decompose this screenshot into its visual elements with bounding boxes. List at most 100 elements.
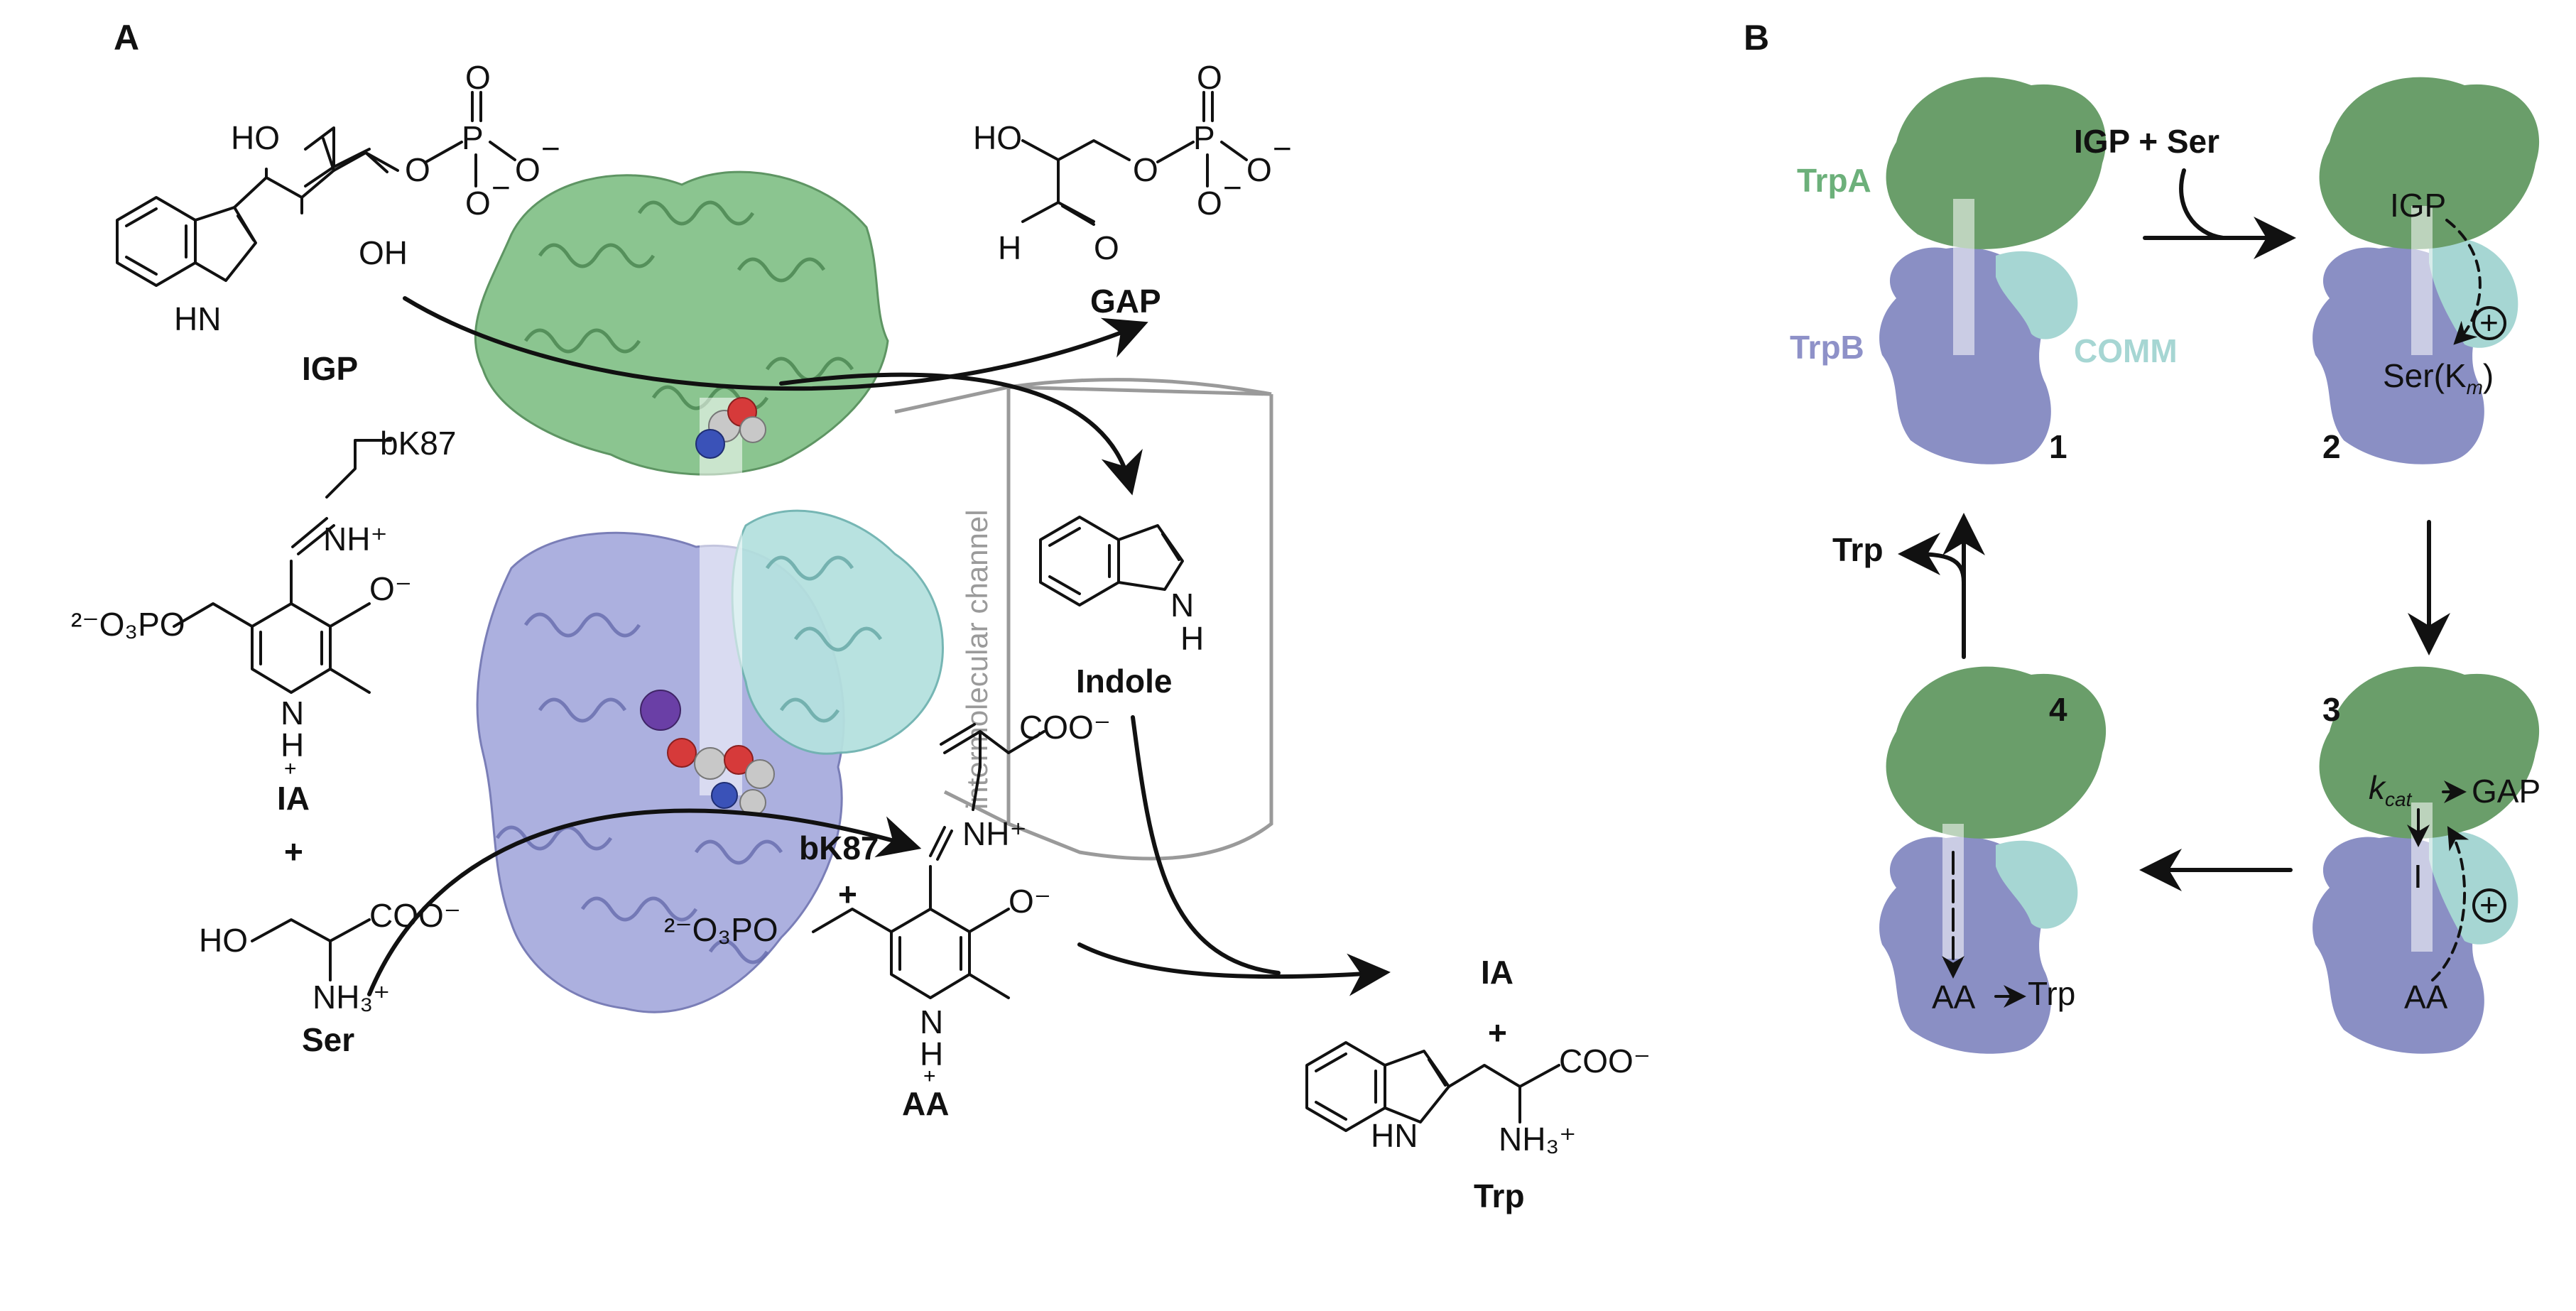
state2-close: ) bbox=[2483, 357, 2494, 394]
state1-tunnel bbox=[1953, 199, 1974, 355]
trpb-helices bbox=[495, 612, 783, 964]
aa-h: H bbox=[920, 1035, 943, 1072]
state2-trpa bbox=[2319, 77, 2540, 249]
state2-dashed-path bbox=[2445, 219, 2482, 345]
state3-dashed-path bbox=[2431, 826, 2469, 981]
igp-o-bridge: O bbox=[405, 151, 430, 188]
plus-ia-ser: + bbox=[284, 833, 303, 870]
ser-nh3: NH₃⁺ bbox=[313, 979, 390, 1016]
intramolecular-tunnel bbox=[700, 398, 742, 795]
state3-kcat-sub: cat bbox=[2385, 788, 2413, 810]
ser-label: Ser bbox=[302, 1021, 354, 1058]
ia-bk87: bK87 bbox=[380, 425, 456, 462]
igp-o-top: O bbox=[465, 59, 491, 96]
product-plus: + bbox=[1488, 1014, 1507, 1051]
aa-nh-plus: NH⁺ bbox=[962, 815, 1027, 852]
gap-h: H bbox=[998, 229, 1021, 266]
state3-trpa bbox=[2319, 666, 2540, 839]
legend-comm: COMM bbox=[2074, 332, 2178, 369]
ia-molecule: bK87 NH⁺ O⁻ ²⁻O₃PO N H + IA bbox=[71, 425, 456, 817]
ser-ho: HO bbox=[199, 922, 248, 959]
state1-trpa bbox=[1886, 77, 2107, 249]
trp-molecule: COO⁻ HN NH₃⁺ Trp bbox=[1305, 1041, 1651, 1214]
panel-a: A bbox=[71, 18, 1651, 1214]
ia-h: H bbox=[281, 727, 304, 763]
arrow-reagents-in bbox=[2179, 168, 2225, 240]
state2-number: 2 bbox=[2322, 428, 2341, 465]
ia-n: N bbox=[281, 695, 304, 731]
panel-b: B TrpA TrpB COMM 1 IGP + Ser IGP + Se bbox=[1744, 18, 2540, 1054]
state2-igp: IGP bbox=[2390, 187, 2446, 224]
ia-plus-charge: + bbox=[284, 757, 297, 780]
product-trp-label: Trp bbox=[1832, 531, 1884, 568]
state3-plus-circle bbox=[2472, 888, 2506, 923]
indole-molecule: N H Indole bbox=[1039, 516, 1204, 700]
aa-plus-charge: + bbox=[923, 1065, 936, 1088]
state-3: kcat GAP I + AA 3 bbox=[2313, 666, 2540, 1054]
state1-comm bbox=[1996, 251, 2078, 339]
gap-o-top: O bbox=[1197, 59, 1222, 96]
state1-trpb bbox=[1879, 247, 2051, 464]
legend-trpb: TrpB bbox=[1790, 329, 1864, 366]
arrow-ser-to-aa bbox=[367, 808, 922, 996]
arrow-to-indole bbox=[779, 372, 1143, 496]
arrow-igp-to-gap bbox=[403, 296, 1148, 391]
igp-oh: OH bbox=[359, 234, 408, 271]
state2-plus: + bbox=[2479, 304, 2499, 341]
state2-tunnel bbox=[2411, 206, 2433, 355]
gap-o-bridge: O bbox=[1133, 151, 1158, 188]
arrow-trp-out bbox=[1898, 533, 1966, 584]
state2-ser-km: Ser(Km) bbox=[2383, 357, 2494, 398]
igp-o-right: O bbox=[515, 151, 540, 188]
ia-o-minus: O⁻ bbox=[369, 570, 412, 607]
gap-o-right: O bbox=[1246, 151, 1272, 188]
state3-aa: AA bbox=[2404, 979, 2448, 1016]
trp-label: Trp bbox=[1474, 1177, 1525, 1214]
ia-nh-plus: NH⁺ bbox=[323, 521, 388, 557]
state4-comm bbox=[1996, 840, 2078, 929]
ser-molecule: HO COO⁻ NH₃⁺ Ser bbox=[199, 897, 461, 1058]
state3-kcat: kcat bbox=[2369, 769, 2413, 810]
trpa-ribbon bbox=[474, 170, 889, 476]
state2-plus-circle bbox=[2472, 306, 2506, 340]
gap-ho: HO bbox=[973, 119, 1022, 156]
gap-label: GAP bbox=[1090, 283, 1161, 320]
trp-coo: COO⁻ bbox=[1559, 1043, 1651, 1079]
state-2: IGP + Ser(Km) 2 bbox=[2313, 77, 2540, 465]
state3-comm bbox=[2429, 832, 2518, 945]
igp-minus-2: − bbox=[491, 169, 511, 206]
state-1: 1 bbox=[1879, 77, 2107, 465]
panel-a-label: A bbox=[114, 18, 139, 58]
ia-label: IA bbox=[277, 780, 310, 817]
state4-trp: Trp bbox=[2028, 975, 2075, 1012]
state4-trpa bbox=[1886, 666, 2107, 839]
aa-label: AA bbox=[902, 1085, 949, 1122]
legend-trpa: TrpA bbox=[1797, 162, 1871, 199]
gap-minus-1: − bbox=[1273, 130, 1292, 167]
state2-comm bbox=[2429, 237, 2518, 348]
trp-nh3: NH₃⁺ bbox=[1499, 1121, 1576, 1158]
indole-h: H bbox=[1180, 620, 1204, 657]
igp-molecule: HO OH O P O O − O − HN IGP bbox=[116, 59, 560, 387]
state1-number: 1 bbox=[2049, 428, 2067, 465]
state3-plus: + bbox=[2479, 886, 2499, 923]
indole-n: N bbox=[1170, 587, 1194, 624]
igp-p: P bbox=[462, 119, 484, 156]
state3-gap: GAP bbox=[2472, 773, 2540, 810]
arrow-aa-to-trp bbox=[1077, 942, 1391, 996]
gap-o-aldehyde: O bbox=[1094, 229, 1119, 266]
gap-molecule: HO H O O P O O − O − GAP bbox=[973, 59, 1292, 320]
gap-minus-2: − bbox=[1223, 169, 1242, 206]
ligand-spheres bbox=[640, 397, 775, 816]
aa-coo: COO⁻ bbox=[1019, 709, 1111, 746]
intermolecular-channel bbox=[894, 378, 1273, 861]
channel-label: intermolecular channel bbox=[960, 509, 994, 810]
igp-ho: HO bbox=[231, 119, 280, 156]
aa-po3: ²⁻O₃PO bbox=[664, 911, 778, 948]
gap-p: P bbox=[1193, 119, 1215, 156]
aa-n: N bbox=[920, 1003, 943, 1040]
state3-number: 3 bbox=[2322, 691, 2341, 728]
state4-aa: AA bbox=[1932, 979, 1976, 1016]
protein-structure bbox=[474, 170, 944, 1013]
